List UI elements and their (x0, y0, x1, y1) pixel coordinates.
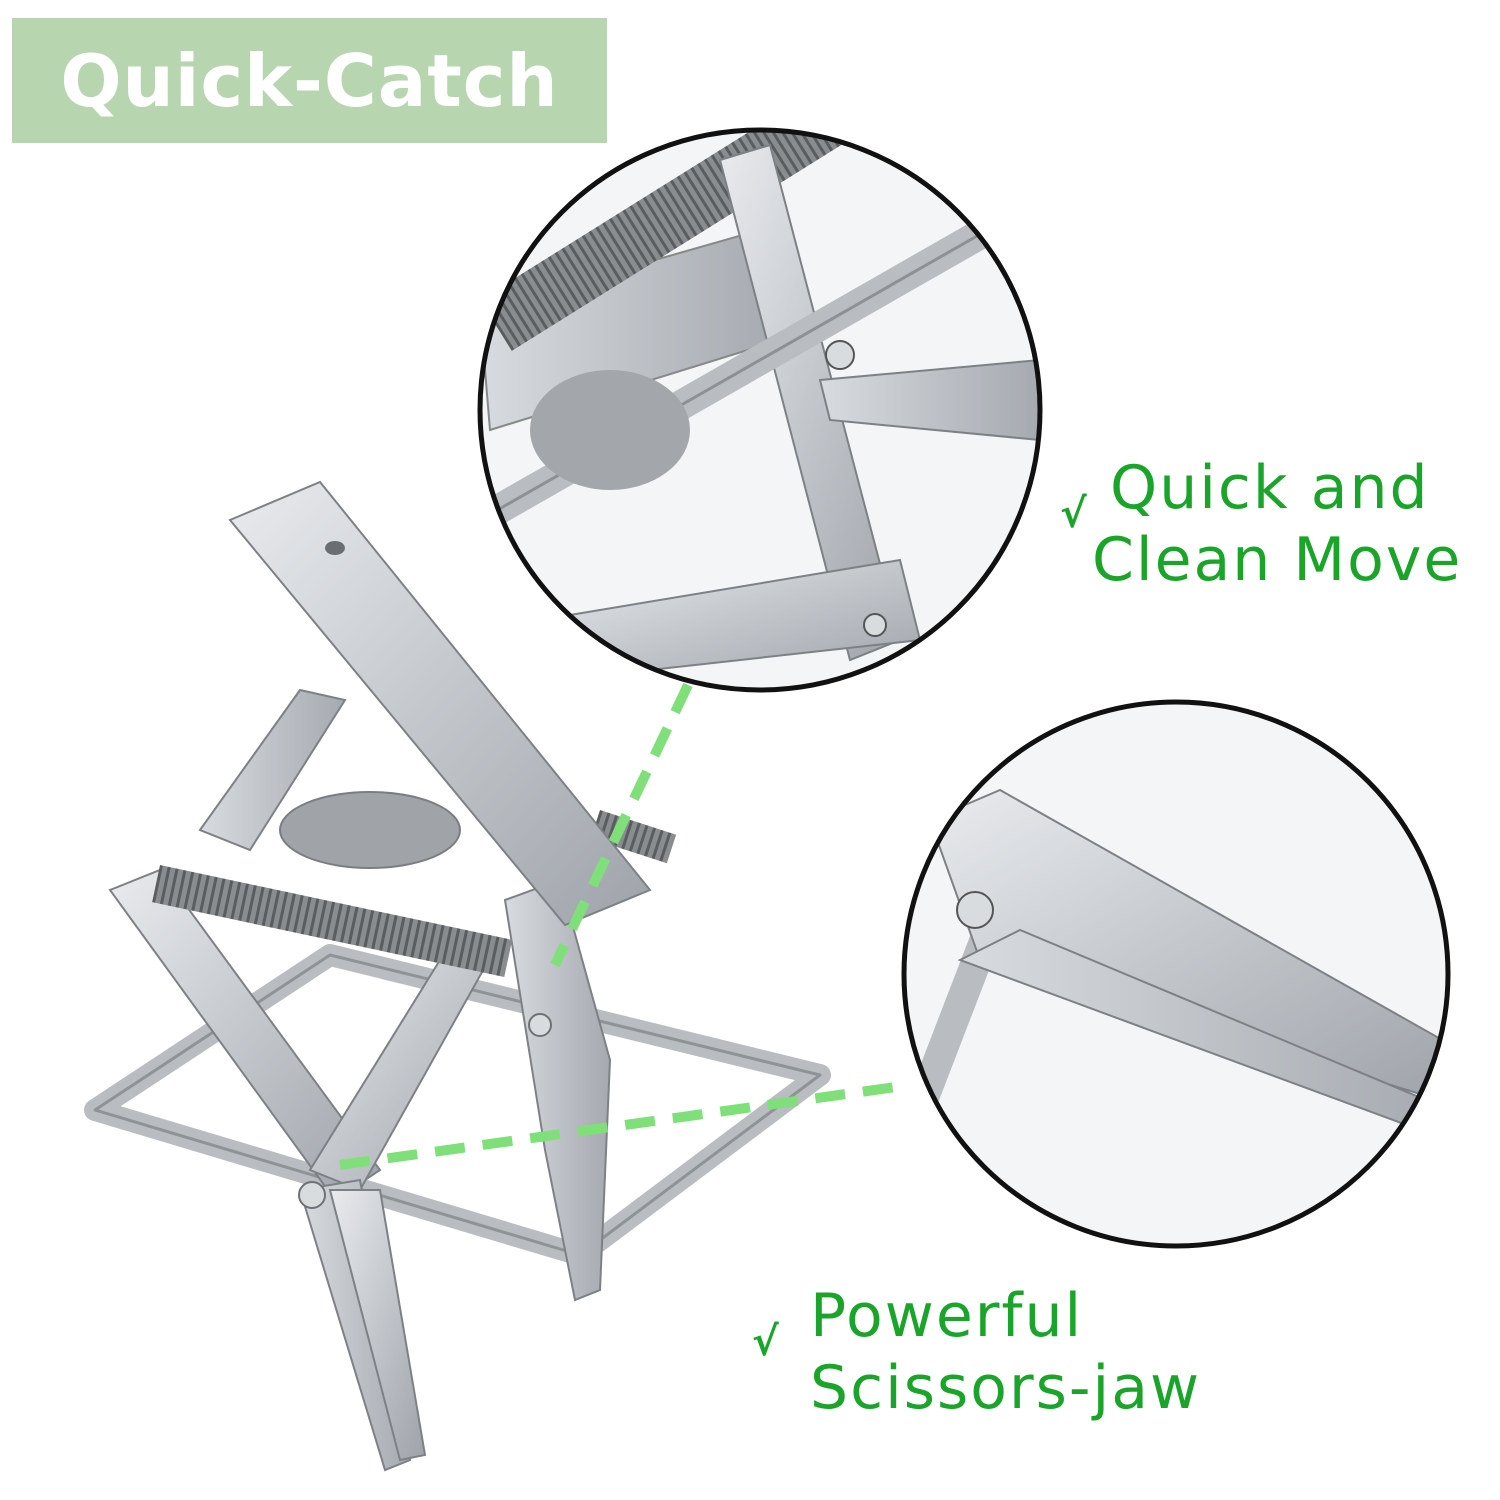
feature-powerful-jaw: √ Powerful Scissors-jaw (752, 1280, 1201, 1424)
title-text: Quick-Catch (60, 38, 559, 123)
set-bar (228, 480, 652, 927)
feature-quick-clean: √ Quick and Clean Move (1060, 452, 1462, 596)
connector-line-top (550, 682, 693, 968)
spring-front (152, 864, 513, 978)
front-arm-left (108, 868, 382, 1202)
connector-line-bottom (339, 1080, 911, 1170)
title-banner: Quick-Catch (12, 18, 607, 143)
feature-line: Quick and (1110, 453, 1430, 523)
detail-callout-bottom (901, 699, 1451, 1249)
checkmark-icon: √ (1060, 491, 1089, 537)
feature-line: Clean Move (1092, 525, 1463, 595)
front-jaw (298, 1178, 412, 1472)
checkmark-icon: √ (752, 1319, 781, 1365)
feature-line: Powerful (810, 1281, 1084, 1351)
trigger-plate (279, 791, 461, 869)
spring-back (590, 810, 677, 864)
mole-trap (84, 480, 831, 1472)
detail-callout-top (477, 127, 1043, 693)
feature-line: Scissors-jaw (810, 1353, 1202, 1423)
